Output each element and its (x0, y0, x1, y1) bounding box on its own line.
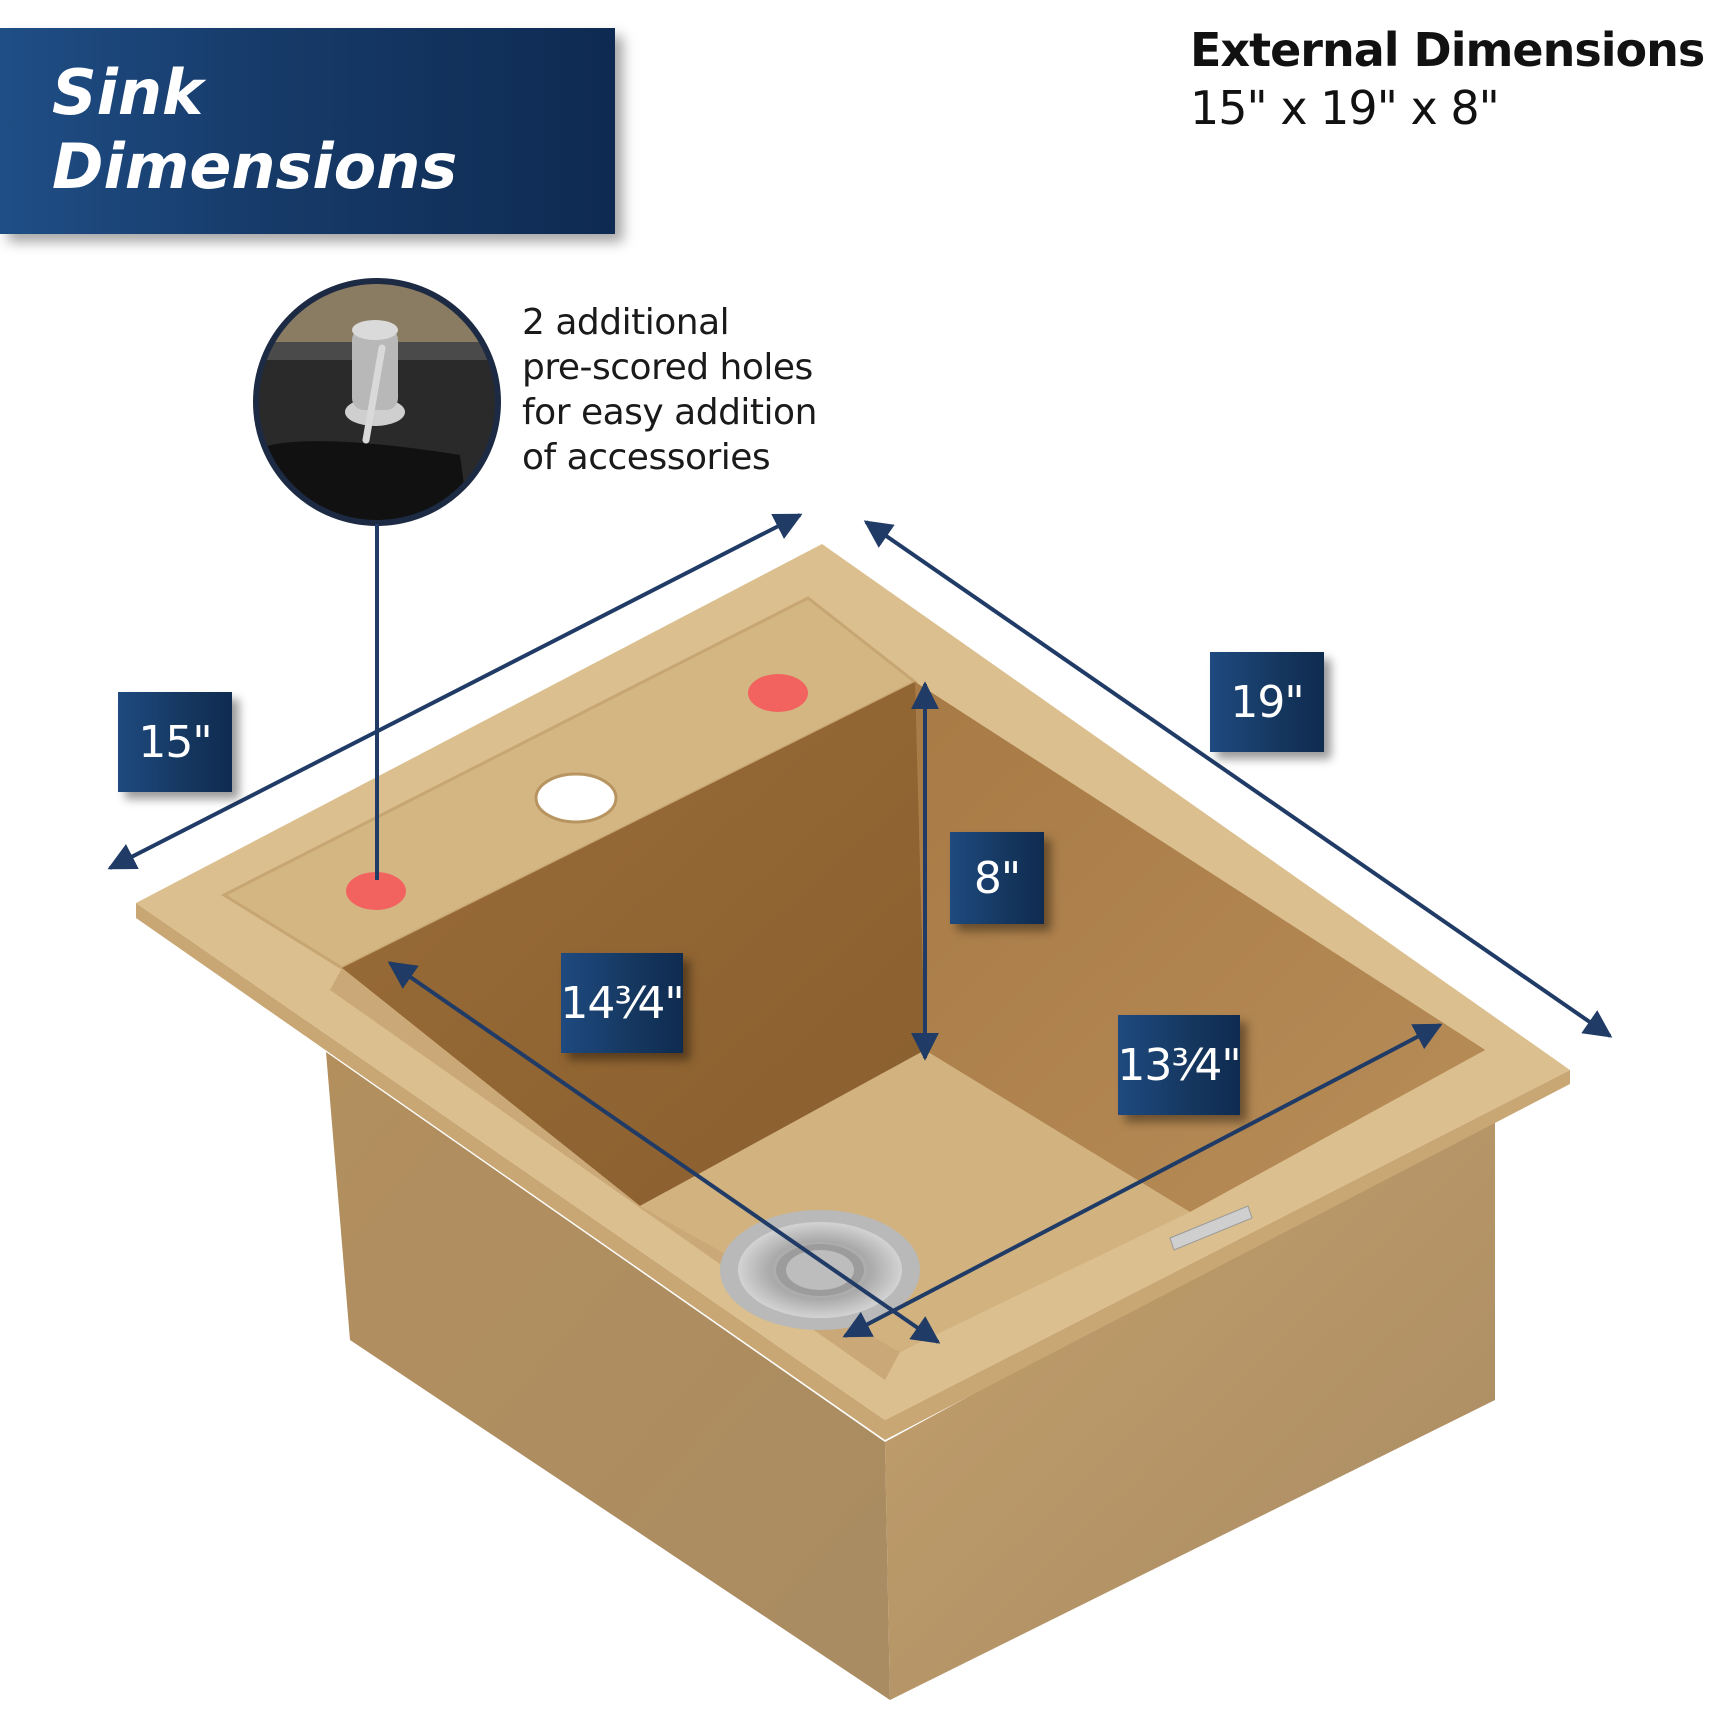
title-line-2: Dimensions (52, 130, 458, 203)
title-line-1: Sink (52, 56, 204, 129)
page-title: Sink Dimensions (52, 56, 457, 204)
prescored-hole-marker-left (346, 872, 406, 910)
prescored-hole-marker-right (748, 674, 808, 712)
callout-line-4: of accessories (522, 437, 771, 478)
width-arrow (107, 513, 803, 870)
external-dimensions-value: 15" x 19" x 8" (1190, 81, 1500, 135)
length-arrow (863, 520, 1613, 1038)
callout-text: 2 additional pre-scored holes for easy a… (522, 300, 852, 480)
soap-dispenser-icon (253, 278, 501, 526)
dimension-badge-depth: 8" (950, 832, 1044, 924)
dimension-badge-inner-width: 13³⁄4" (1117, 1015, 1242, 1115)
dimension-badge-length: 19" (1210, 652, 1324, 752)
faucet-hole (534, 772, 618, 824)
dimension-badge-width: 15" (118, 692, 232, 792)
dimension-badge-inner-length: 14³⁄4" (560, 953, 685, 1053)
callout-line-1: 2 additional (522, 302, 730, 343)
external-dimensions-heading: External Dimensions (1190, 23, 1705, 77)
title-banner: Sink Dimensions (0, 28, 615, 234)
callout-line-3: for easy addition (522, 392, 817, 433)
callout-line-2: pre-scored holes (522, 347, 813, 388)
inner-width-arrow (842, 1023, 1443, 1338)
